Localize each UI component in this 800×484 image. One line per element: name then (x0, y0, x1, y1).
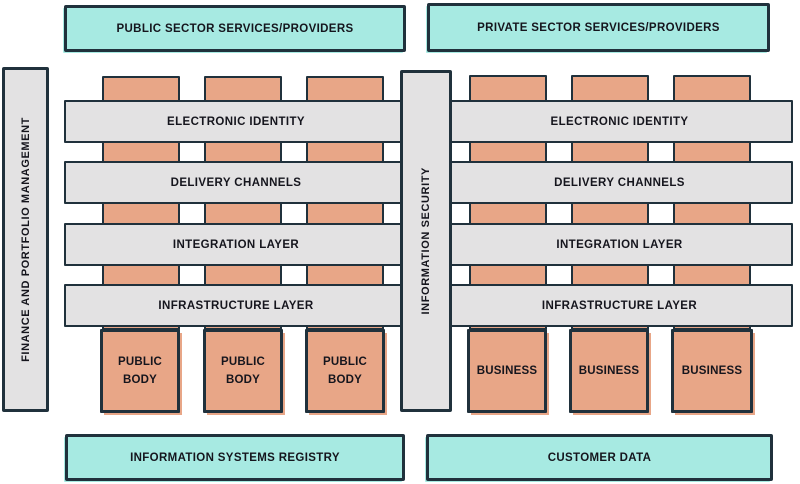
layer-infrastructure-layer-left: INFRASTRUCTURE LAYER (64, 284, 408, 327)
banner-information-systems-registry: INFORMATION SYSTEMS REGISTRY (65, 434, 405, 481)
public-body-box-1: PUBLIC BODY (100, 329, 180, 413)
banner-customer-data: CUSTOMER DATA (426, 434, 773, 481)
banner-private-sector-services: PRIVATE SECTOR SERVICES/PROVIDERS (427, 3, 770, 52)
layer-electronic-identity-left: ELECTRONIC IDENTITY (64, 100, 408, 143)
public-body-box-2: PUBLIC BODY (203, 329, 283, 413)
banner-public-sector-services: PUBLIC SECTOR SERVICES/PROVIDERS (64, 5, 406, 52)
finance-portfolio-management-bar: FINANCE AND PORTFOLIO MANAGEMENT (2, 67, 49, 412)
business-box-3: BUSINESS (671, 329, 753, 413)
finance-portfolio-management-label: FINANCE AND PORTFOLIO MANAGEMENT (19, 117, 32, 362)
layer-integration-layer-left: INTEGRATION LAYER (64, 223, 408, 266)
layer-delivery-channels-left: DELIVERY CHANNELS (64, 161, 408, 204)
information-security-label: INFORMATION SECURITY (420, 167, 432, 315)
public-body-box-3: PUBLIC BODY (305, 329, 385, 413)
business-box-1: BUSINESS (467, 329, 547, 413)
layer-delivery-channels-right: DELIVERY CHANNELS (446, 161, 793, 204)
layer-integration-layer-right: INTEGRATION LAYER (446, 223, 793, 266)
information-security-bar: INFORMATION SECURITY (400, 70, 452, 412)
business-box-2: BUSINESS (569, 329, 649, 413)
layer-electronic-identity-right: ELECTRONIC IDENTITY (446, 100, 793, 143)
layer-infrastructure-layer-right: INFRASTRUCTURE LAYER (446, 284, 793, 327)
